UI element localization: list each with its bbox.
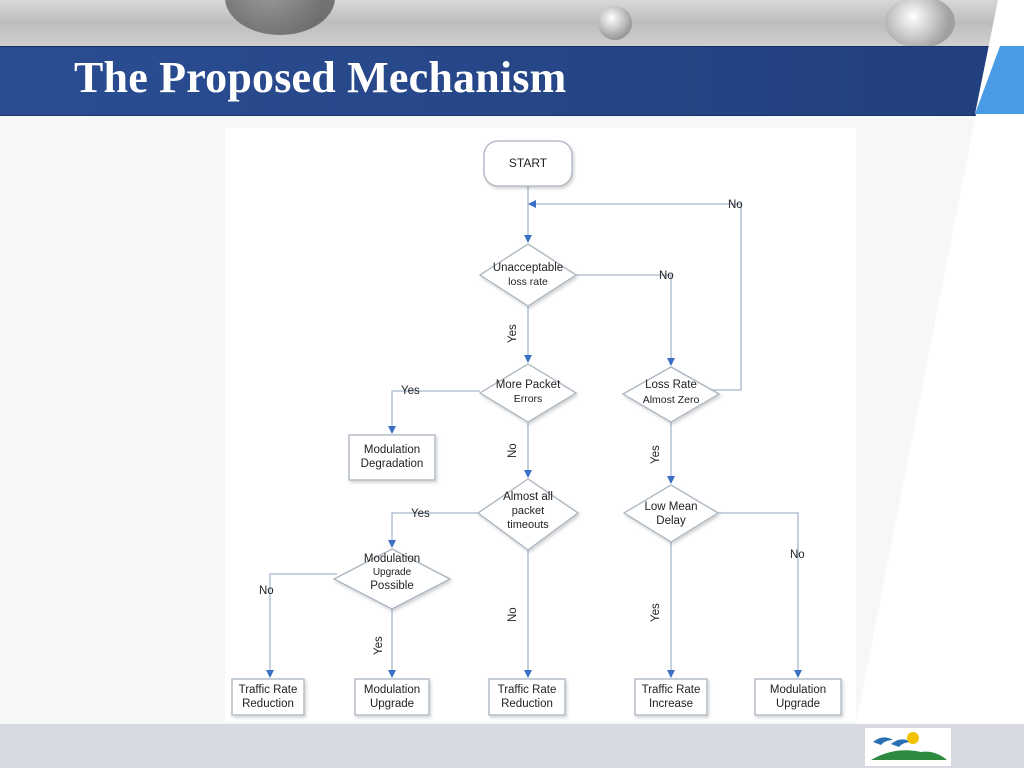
process-traffic-rate-reduction <box>488 678 566 716</box>
decision-modulation-upgrade-possible <box>332 548 452 610</box>
process-text: Reduction <box>242 698 294 710</box>
connector-errors-yes <box>388 390 480 434</box>
decision-text: Low Mean <box>644 501 697 513</box>
decision-text: Errors <box>514 393 543 405</box>
title-bar <box>0 46 1024 116</box>
edge-label-yes: Yes <box>373 636 385 655</box>
connector-upgrade-no <box>266 573 337 678</box>
decision-text: Loss Rate <box>645 379 697 391</box>
process-modulation-upgrade <box>754 678 842 716</box>
slide-title: The Proposed Mechanism <box>74 53 567 102</box>
process-modulation-upgrade <box>354 678 430 716</box>
process-shapes <box>231 434 842 716</box>
connector-lines <box>266 186 802 678</box>
edge-label-yes: Yes <box>411 508 430 520</box>
edge-label-no: No <box>728 199 743 211</box>
edge-label-yes: Yes <box>401 385 420 397</box>
decorative-orb <box>598 6 632 40</box>
connector-delay-no <box>718 512 802 678</box>
decision-low-mean-delay <box>622 484 720 543</box>
decision-more-packet-errors <box>478 363 578 423</box>
decision-text: More Packet <box>496 379 561 391</box>
process-traffic-rate-reduction <box>231 678 305 716</box>
decision-labels: Unacceptable loss rate More Packet Error… <box>364 262 700 592</box>
process-text: Reduction <box>501 698 553 710</box>
edge-label-no: No <box>507 443 519 458</box>
decision-text: Upgrade <box>373 567 412 578</box>
decision-almost-all-timeouts <box>476 478 580 551</box>
start-node: START <box>483 140 573 187</box>
decision-loss-rate-almost-zero <box>621 366 721 423</box>
process-text: Traffic Rate <box>498 684 557 696</box>
footer-band <box>0 724 1024 768</box>
company-logo <box>865 728 951 766</box>
flowchart-panel: No No Yes Yes No Yes Yes No No No Yes Ye… <box>225 128 856 722</box>
decision-text: Modulation <box>364 553 420 565</box>
edge-label-yes: Yes <box>650 603 662 622</box>
process-modulation-degradation <box>348 434 436 481</box>
decision-text: Almost all <box>503 491 553 503</box>
background-wedge <box>856 114 1024 724</box>
connector-loop-back <box>705 204 742 391</box>
decision-unacceptable-loss <box>478 243 578 307</box>
process-text: Modulation <box>364 684 420 696</box>
decision-text: loss rate <box>508 276 548 288</box>
decision-shapes <box>332 243 721 610</box>
edge-label-yes: Yes <box>507 324 519 343</box>
process-text: Degradation <box>361 458 424 470</box>
edge-label-no: No <box>659 270 674 282</box>
edge-label-yes: Yes <box>650 445 662 464</box>
start-label: START <box>509 156 548 170</box>
process-labels: Modulation Degradation Traffic Rate Redu… <box>239 444 827 710</box>
process-text: Upgrade <box>776 698 820 710</box>
edge-labels: No No Yes Yes No Yes Yes No No No Yes Ye… <box>259 199 805 655</box>
process-text: Upgrade <box>370 698 414 710</box>
process-text: Modulation <box>364 444 420 456</box>
decision-text: Almost Zero <box>643 394 700 406</box>
edge-label-no: No <box>259 585 274 597</box>
header-decoration <box>0 0 1024 46</box>
decision-text: timeouts <box>507 519 549 531</box>
edge-label-no: No <box>507 607 519 622</box>
title-accent <box>975 0 1024 114</box>
connector-timeouts-yes <box>388 512 478 548</box>
decision-text: Delay <box>656 515 686 527</box>
process-traffic-rate-increase <box>634 678 708 716</box>
process-text: Traffic Rate <box>239 684 298 696</box>
process-text: Traffic Rate <box>642 684 701 696</box>
edge-label-no: No <box>790 549 805 561</box>
process-text: Modulation <box>770 684 826 696</box>
flowchart: No No Yes Yes No Yes Yes No No No Yes Ye… <box>231 140 842 716</box>
decision-text: Unacceptable <box>493 262 563 274</box>
decision-text: packet <box>512 505 544 517</box>
connector-loss-no <box>576 274 675 366</box>
process-text: Increase <box>649 698 693 710</box>
decorative-orb <box>885 0 955 46</box>
decision-text: Possible <box>370 580 413 592</box>
